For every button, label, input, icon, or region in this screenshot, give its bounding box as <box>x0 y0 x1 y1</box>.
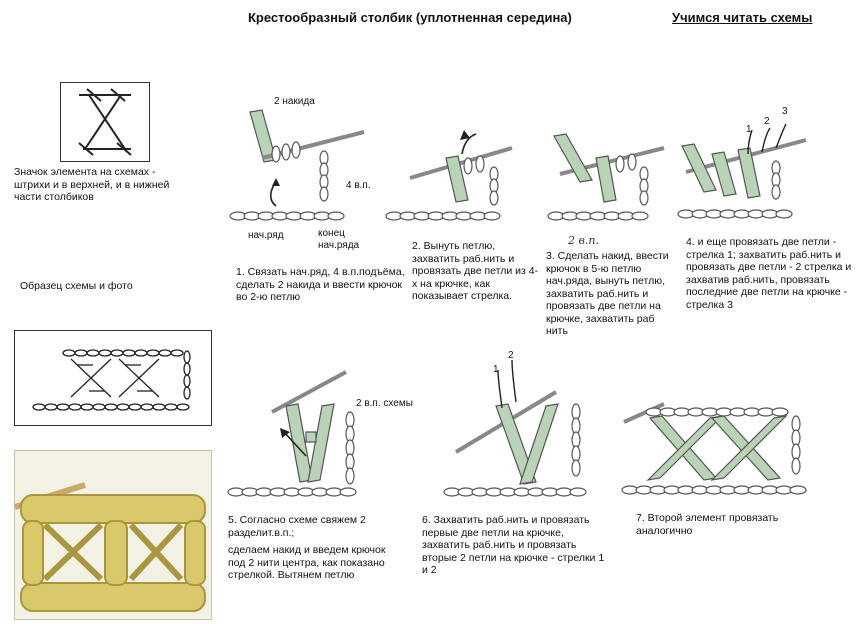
cross-stitch-symbol-icon <box>78 88 132 156</box>
step-6-illustration <box>443 359 587 497</box>
step-2-illustration <box>385 130 513 221</box>
page-title: Крестообразный столбик (уплотненная сере… <box>248 10 572 25</box>
symbol-caption: Значок элемента на схемах - штрихи и в в… <box>14 166 170 203</box>
symbol-box <box>60 82 150 162</box>
step-5b-text: сделаем накид и введем крючок под 2 нити… <box>228 544 386 581</box>
knitted-sample-image <box>14 482 206 612</box>
step-7-text: 7. Второй элемент провязать аналогично <box>636 512 779 537</box>
arrow-label-3: 3 <box>782 106 788 117</box>
label-base-row-end: конец нач.ряда <box>318 228 360 251</box>
step-3-illustration <box>547 133 665 221</box>
arrow-label-2: 2 <box>764 116 770 127</box>
label-base-row: нач.ряд <box>248 230 284 241</box>
step-1-text: 1. Связать нач.ряд, 4 в.п.подъёма, сдела… <box>236 266 405 303</box>
sample-chart-box <box>14 330 212 426</box>
sample-photo <box>14 450 212 620</box>
step-4-text: 4. и еще провязать две петли - стрелка 1… <box>686 236 852 311</box>
step-5-text: 5. Согласно схеме свяжем 2 разделит.в.п.… <box>228 514 366 539</box>
step-3-text: 3. Сделать накид, ввести крючок в 5-ю пе… <box>546 250 669 337</box>
step-7-illustration <box>621 402 807 495</box>
arrow-label-1: 1 <box>746 124 752 135</box>
label-four-ch: 4 в.п. <box>346 180 371 191</box>
label-two-yarn-overs: 2 накида <box>274 96 315 107</box>
step-4-illustration <box>677 123 807 219</box>
sample-chart-diagram <box>32 349 191 411</box>
step-5-illustration <box>227 370 357 497</box>
label-handwritten-2ch: 2 в.п. <box>568 234 599 247</box>
sample-caption: Образец схемы и фото <box>20 280 133 292</box>
step-6-text: 6. Захватить раб.нить и провязать первые… <box>422 514 605 576</box>
label-two-ch-of-chart: 2 в.п. схемы <box>356 398 413 409</box>
step-2-text: 2. Вынуть петлю, захватить раб.нить и пр… <box>412 240 539 302</box>
arrow-label-2b: 2 <box>508 350 514 361</box>
step-1-illustration <box>229 109 365 221</box>
section-heading: Учимся читать схемы <box>672 10 813 25</box>
arrow-label-1b: 1 <box>493 364 499 375</box>
